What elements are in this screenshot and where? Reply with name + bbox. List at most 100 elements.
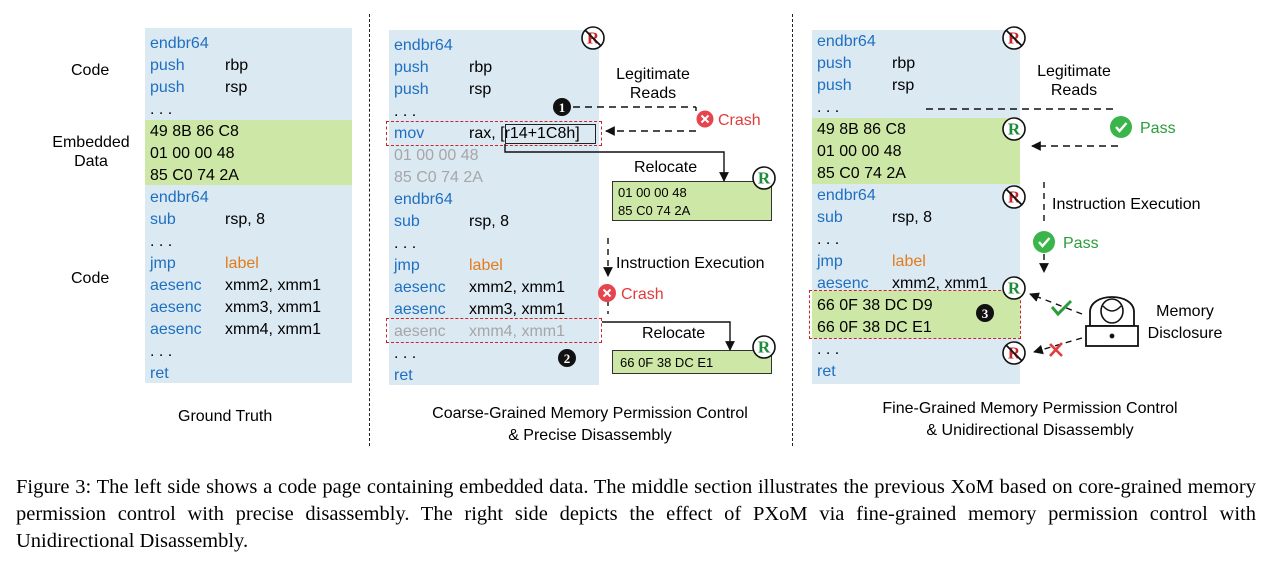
- code-op: 66 0F 38 DC D9: [817, 297, 933, 314]
- svg-text:R: R: [758, 169, 771, 188]
- mid-relocate-box2: [612, 350, 772, 374]
- mid-relocate-arrow1: [504, 144, 729, 182]
- svg-text:2: 2: [564, 351, 571, 366]
- code-arg: label: [892, 253, 926, 270]
- mid-legit-reads: Legitimate Reads: [616, 66, 690, 102]
- divider-right: [792, 14, 793, 446]
- svg-text:R: R: [758, 338, 771, 357]
- code-arg: xmm4, xmm1: [469, 323, 565, 340]
- middle-code-block: [389, 30, 599, 385]
- no-read-permission-icon: R: [1002, 185, 1026, 209]
- code-op: . . .: [150, 101, 173, 118]
- code-arg: xmm4, xmm1: [225, 321, 321, 338]
- right-memory-disclosure: Memory Disclosure: [1147, 303, 1223, 342]
- code-op: endbr64: [394, 37, 453, 54]
- code-op: . . .: [150, 233, 173, 250]
- code-op: 49 8B 86 C8: [150, 123, 239, 140]
- mid-crash1-label: Crash: [718, 112, 761, 129]
- code-arg: rsp: [469, 81, 492, 98]
- right-code-block-mid: [812, 184, 1020, 291]
- code-op: ret: [817, 363, 836, 380]
- mid-relocate-arrow2: [602, 321, 735, 351]
- code-op: . . .: [817, 99, 840, 116]
- code-op: jmp: [150, 255, 176, 272]
- attacker-icon: [1085, 296, 1139, 347]
- code-op: 01 00 00 48: [150, 145, 235, 162]
- code-op: aesenc: [150, 299, 202, 316]
- left-code-block-bottom: [145, 185, 352, 383]
- code-op: 66 0F 38 DC E1: [817, 319, 932, 336]
- code-op: jmp: [394, 257, 420, 274]
- code-op: jmp: [817, 253, 843, 270]
- svg-text:R: R: [1008, 120, 1021, 139]
- code-op: endbr64: [817, 33, 876, 50]
- right-instr-exec-label: Instruction Execution: [1052, 196, 1201, 213]
- middle-panel-title: Coarse-Grained Memory Permission Control…: [432, 405, 748, 444]
- code-arg: rbp: [469, 59, 493, 76]
- code-arg: xmm3, xmm1: [225, 299, 321, 316]
- code-arg: rsp, 8: [469, 213, 510, 230]
- code-arg: xmm3, xmm1: [469, 301, 565, 318]
- mid-relocate-box1-line1: 01 00 00 48: [618, 185, 687, 200]
- right-legit-reads: Legitimate Reads: [1037, 63, 1111, 99]
- left-label-code-bottom: Code: [71, 270, 110, 287]
- right-code-block-bottom: [812, 338, 1020, 384]
- code-op: 85 C0 74 2A: [817, 165, 906, 182]
- mid-relocate-box2-line1: 66 0F 38 DC E1: [620, 355, 714, 370]
- code-arg: rsp, 8: [225, 211, 266, 228]
- right-embedded-data-block: [812, 118, 1020, 184]
- marker-3: 3: [976, 304, 994, 322]
- code-op: aesenc: [150, 321, 202, 338]
- code-op: aesenc: [817, 275, 869, 292]
- code-op: aesenc: [394, 279, 446, 296]
- code-op: ret: [150, 365, 169, 382]
- right-pass1-label: Pass: [1140, 120, 1176, 137]
- code-arg: xmm2, xmm1: [225, 277, 321, 294]
- pass-icon: [1033, 231, 1055, 253]
- code-op: endbr64: [150, 189, 209, 206]
- code-arg: label: [469, 257, 503, 274]
- code-op: sub: [394, 213, 420, 230]
- crash-icon: [696, 110, 714, 128]
- code-op: sub: [817, 209, 843, 226]
- code-op: . . .: [817, 231, 840, 248]
- no-read-permission-icon: R: [1002, 341, 1026, 365]
- code-op: 85 C0 74 2A: [150, 167, 239, 184]
- mid-relocate-box1-line2: 85 C0 74 2A: [618, 203, 691, 218]
- marker-1: 1: [553, 98, 571, 116]
- allowed-check-icon: [1050, 299, 1073, 317]
- left-label-embedded-data: Embedded Data: [52, 134, 130, 170]
- svg-text:R: R: [1008, 279, 1021, 298]
- mid-mov-dashed-box: [386, 121, 602, 146]
- code-op: ret: [394, 367, 413, 384]
- mid-relocate-box1: [612, 181, 772, 221]
- code-op: push: [394, 81, 429, 98]
- diagram-overlay: 1 2 3 R R R R R R R R: [504, 26, 1139, 367]
- left-code-block-top: [145, 28, 352, 120]
- left-label-code-top: Code: [71, 62, 110, 79]
- code-op: endbr64: [394, 191, 453, 208]
- mid-relocate1-label: Relocate: [634, 159, 698, 176]
- code-op: aesenc: [394, 301, 446, 318]
- code-op: sub: [150, 211, 176, 228]
- code-arg: xmm2, xmm1: [892, 275, 988, 292]
- no-read-permission-icon: R: [1002, 26, 1026, 50]
- right-encoded-dashed-box: [809, 290, 1021, 339]
- code-arg: rsp, 8: [892, 209, 933, 226]
- read-permission-icon: R: [752, 166, 776, 190]
- pass-icon: [1110, 116, 1132, 138]
- code-op: push: [150, 57, 185, 74]
- code-op: push: [150, 79, 185, 96]
- code-op: 49 8B 86 C8: [817, 121, 906, 138]
- mid-legit-read-arrows: [573, 106, 697, 136]
- code-op: endbr64: [817, 187, 876, 204]
- code-op: . . .: [150, 343, 173, 360]
- code-op: push: [817, 77, 852, 94]
- right-code-block-top: [812, 30, 1020, 118]
- right-pass2-label: Pass: [1063, 235, 1099, 252]
- read-permission-icon: R: [752, 335, 776, 359]
- mid-mov-operand-box: [505, 124, 596, 144]
- code-op: push: [394, 59, 429, 76]
- read-permission-icon: R: [1002, 117, 1026, 141]
- code-arg: rax, [r14+1C8h]: [469, 125, 580, 142]
